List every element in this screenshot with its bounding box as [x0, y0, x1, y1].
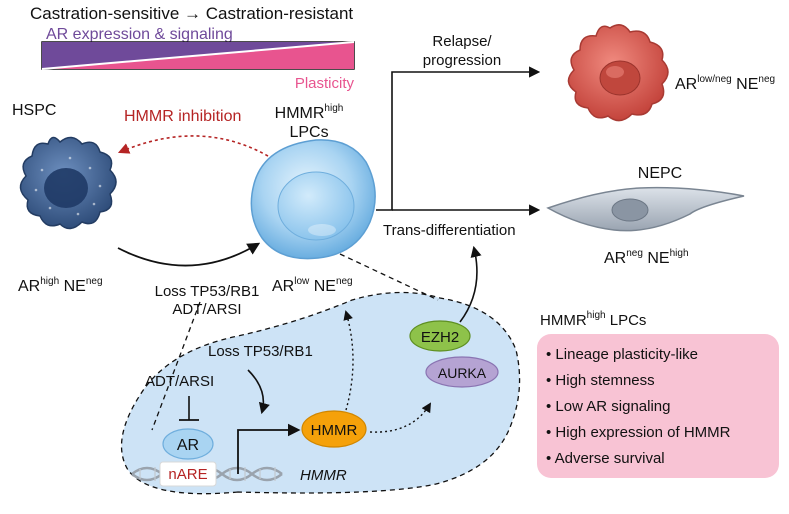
aurka-label: AURKA — [438, 365, 487, 381]
features-box — [537, 334, 779, 478]
features-title: HMMRhigh LPCs — [540, 310, 646, 329]
lpc-title: HMMRhigh — [275, 103, 344, 122]
hmmr-protein-label: HMMR — [311, 422, 358, 439]
mech-loss-label: Loss TP53/RB1 — [208, 343, 313, 360]
inhibition-bar-symbol — [179, 396, 199, 421]
nepc-marker-label: ARneg NEhigh — [604, 248, 689, 267]
hmmr-gene-label: HMMR — [300, 467, 347, 484]
zoom-line-right — [339, 253, 439, 301]
mech-loss-arrow — [247, 369, 270, 415]
hmmr-to-aurka-arrow — [369, 402, 432, 433]
relapse-cell — [567, 24, 669, 122]
mech-adt-label: ADT/ARSI — [145, 373, 214, 390]
nare-box — [159, 461, 217, 487]
aurka-protein — [425, 356, 499, 388]
lpc-cell — [250, 139, 376, 260]
adt-arsi-label: ADT/ARSI — [172, 301, 241, 318]
ezh2-to-transdiff-arrow — [459, 245, 482, 323]
ezh2-protein — [409, 320, 471, 352]
hspc-cell — [19, 136, 117, 230]
relapse-marker-label: ARlow/neg NEneg — [675, 74, 775, 93]
relapse-label: Relapse/ — [432, 33, 492, 50]
plasticity-label: Plasticity — [295, 75, 355, 92]
nare-label: nARE — [168, 466, 207, 483]
gradient-label: AR expression & signaling — [46, 26, 233, 43]
hspc-marker-label: ARhigh NEneg — [18, 276, 103, 295]
zoom-line-left — [151, 301, 201, 431]
ar-protein — [162, 428, 214, 460]
hmmr-to-lpc-arrow — [343, 310, 354, 411]
feature-item: • Lineage plasticity-like — [546, 346, 698, 363]
ar-label: AR — [177, 437, 199, 454]
transcription-arrow — [237, 423, 301, 474]
relapse-arrow — [376, 66, 541, 211]
hspc-title: HSPC — [12, 102, 56, 119]
nepc-cell — [546, 186, 745, 232]
nepc-title: NEPC — [638, 165, 682, 182]
lpc-title-lpcs: LPCs — [289, 124, 328, 141]
hmmr-inhibition-label: HMMR inhibition — [124, 108, 241, 125]
hmmr-inhibition-arrow — [117, 135, 269, 157]
progression-label: progression — [423, 52, 501, 69]
ezh2-label: EZH2 — [421, 329, 459, 346]
feature-item: • Low AR signaling — [546, 398, 671, 415]
lpc-marker-label: ARlow NEneg — [272, 276, 353, 295]
feature-item: • High stemness — [546, 372, 655, 389]
feature-item: • Adverse survival — [546, 450, 665, 467]
progression-arrow — [117, 242, 261, 267]
hmmr-protein — [301, 410, 367, 448]
ar-plasticity-gradient-bar — [41, 41, 355, 70]
top-title: Castration-sensitive → Castration-resist… — [30, 4, 353, 23]
loss-tp53-label: Loss TP53/RB1 — [155, 283, 260, 300]
transdiff-label: Trans-differentiation — [383, 222, 516, 239]
feature-item: • High expression of HMMR — [546, 424, 731, 441]
features-list: • Lineage plasticity-like • High stemnes… — [546, 346, 731, 467]
